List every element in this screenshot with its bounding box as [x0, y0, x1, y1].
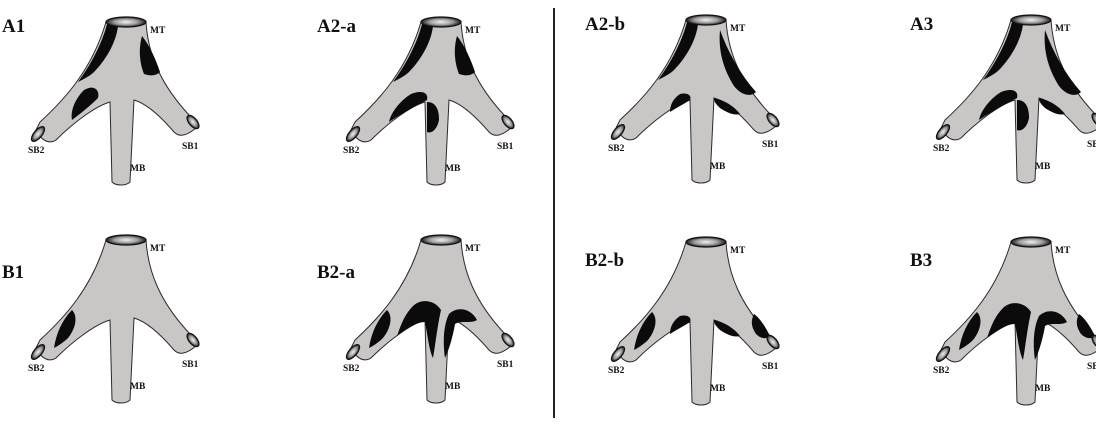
panel-label: B1: [2, 262, 24, 284]
panel-label: B3: [910, 250, 932, 272]
panel-label: A1: [2, 16, 25, 38]
label-sb2: SB2: [28, 364, 44, 374]
bifurcation-diagram: [915, 8, 1096, 203]
label-sb2: SB2: [608, 366, 624, 376]
label-sb1: SB1: [182, 360, 198, 370]
label-mb: MB: [130, 382, 145, 392]
label-sb2: SB2: [608, 144, 624, 154]
vessel-body: [36, 22, 196, 185]
mt-opening: [421, 235, 461, 245]
vessel-body: [36, 240, 196, 403]
label-mt: MT: [730, 24, 745, 34]
mt-opening: [1011, 15, 1051, 25]
label-mb: MB: [710, 384, 725, 394]
label-mb: MB: [1035, 162, 1050, 172]
label-mt: MT: [1055, 24, 1070, 34]
plaque-mt-right: [140, 36, 160, 75]
plaque-mt-right: [455, 36, 475, 75]
panel-label: B2-b: [585, 250, 624, 272]
label-sb1: SB1: [497, 360, 513, 370]
panel-label: A2-b: [585, 14, 625, 36]
bifurcation-diagram: [590, 230, 830, 425]
bifurcation-diagram: [325, 10, 565, 205]
bifurcation-diagram: [10, 228, 250, 423]
panel-a1: A1MTMBSB1SB2: [10, 10, 250, 205]
panel-label: B2-a: [317, 262, 355, 284]
label-sb1: SB1: [762, 362, 778, 372]
panel-b3: B3MTMBSB1SB2: [915, 230, 1096, 425]
label-sb1: SB1: [1087, 362, 1096, 372]
mt-opening: [686, 237, 726, 247]
label-mb: MB: [445, 164, 460, 174]
label-mb: MB: [1035, 384, 1050, 394]
label-sb1: SB1: [182, 142, 198, 152]
plaque-arc-right: [444, 309, 477, 358]
label-sb2: SB2: [343, 146, 359, 156]
label-sb1: SB1: [497, 142, 513, 152]
label-mb: MB: [130, 164, 145, 174]
plaque-arc-right: [1034, 311, 1067, 360]
label-sb1: SB1: [762, 140, 778, 150]
mt-opening: [106, 17, 146, 27]
bifurcation-diagram: [915, 230, 1096, 425]
mt-opening: [686, 15, 726, 25]
label-mt: MT: [1055, 246, 1070, 256]
mt-opening: [421, 17, 461, 27]
label-sb2: SB2: [343, 364, 359, 374]
bifurcation-diagram: [325, 228, 565, 423]
panel-b2-b: B2-bMTMBSB1SB2: [590, 230, 830, 425]
label-sb2: SB2: [933, 144, 949, 154]
label-mt: MT: [150, 26, 165, 36]
bifurcation-diagram: [590, 8, 830, 203]
label-mt: MT: [730, 246, 745, 256]
panel-label: A2-a: [317, 16, 356, 38]
label-mb: MB: [445, 382, 460, 392]
label-sb2: SB2: [28, 146, 44, 156]
mt-opening: [1011, 237, 1051, 247]
label-mt: MT: [465, 244, 480, 254]
label-mb: MB: [710, 162, 725, 172]
vessel-body: [616, 20, 776, 183]
panel-a3: A3MTMBSB1SB2: [915, 8, 1096, 203]
panel-label: A3: [910, 14, 933, 36]
label-mt: MT: [150, 244, 165, 254]
label-mt: MT: [465, 26, 480, 36]
label-sb1: SB1: [1087, 140, 1096, 150]
label-sb2: SB2: [933, 366, 949, 376]
mt-opening: [106, 235, 146, 245]
bifurcation-diagram: [10, 10, 250, 205]
